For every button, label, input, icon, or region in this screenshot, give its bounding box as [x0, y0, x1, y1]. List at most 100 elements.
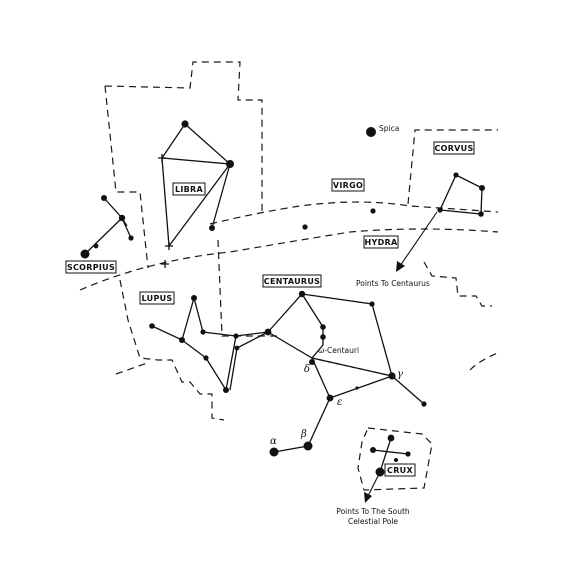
epsilon-star — [326, 394, 334, 402]
delta-label: δ — [304, 364, 310, 375]
star — [355, 386, 359, 390]
libra-label-box — [172, 182, 206, 196]
pointer-arrows — [364, 211, 438, 503]
star — [302, 224, 308, 230]
alpha-star — [269, 447, 279, 457]
star — [233, 333, 239, 339]
arrow-to-pole — [367, 471, 381, 497]
centaurus-figure-3 — [267, 331, 425, 405]
centaurus-label: CENTAURUS — [264, 277, 320, 286]
virgo-label-box — [331, 178, 365, 192]
star-cross — [165, 242, 173, 250]
crux-label: CRUX — [387, 466, 413, 475]
star — [223, 387, 229, 393]
arrowhead-icon — [396, 261, 405, 272]
centaurus-figure-2 — [301, 293, 393, 399]
lupus-label-box — [139, 291, 175, 305]
lupus-figure-2 — [181, 339, 207, 359]
star — [264, 328, 272, 336]
scorpius-label-box — [65, 260, 117, 274]
star — [405, 451, 411, 457]
star — [437, 207, 443, 213]
lupus-figure — [151, 295, 237, 392]
lupus-label: LUPUS — [142, 294, 173, 303]
stars — [80, 120, 485, 477]
star — [181, 120, 189, 128]
star — [80, 249, 90, 259]
spica-star — [366, 127, 376, 137]
star — [394, 458, 398, 462]
star — [370, 208, 376, 214]
star — [478, 211, 484, 217]
libra-virgo-boundary — [104, 85, 149, 269]
star — [298, 290, 306, 298]
virgo-corvus-boundary — [407, 129, 498, 205]
star — [369, 301, 375, 307]
centaurus-figure-4 — [229, 331, 269, 391]
omega-centauri-label: ω-Centauri — [318, 346, 359, 355]
arrowhead-icon — [364, 492, 372, 503]
star — [370, 447, 376, 453]
star — [101, 195, 107, 201]
libra-boundary — [104, 61, 263, 214]
points-to-centaurus-note: Points To Centaurus — [356, 279, 430, 288]
star — [93, 243, 99, 249]
points-to-pole-note-line2: Celestial Pole — [348, 517, 398, 526]
star — [453, 172, 459, 178]
omega-centauri-star — [309, 359, 315, 365]
star — [234, 345, 240, 351]
crux-figure-2 — [372, 449, 409, 455]
corvus-label: CORVUS — [434, 144, 473, 153]
crux-label-box — [384, 463, 416, 477]
star — [128, 235, 134, 241]
star — [320, 324, 326, 330]
centaurus-west-boundary — [217, 239, 278, 337]
star-cross — [161, 260, 169, 268]
corvus-figure — [439, 174, 483, 215]
epsilon-label: ε — [337, 397, 342, 408]
star — [118, 214, 126, 222]
star — [226, 160, 234, 168]
corvus-label-box — [433, 141, 475, 155]
centaurus-east-boundary — [469, 351, 501, 371]
libra-label: LIBRA — [175, 185, 204, 194]
ecliptic-lower — [79, 228, 499, 291]
crux-figure — [379, 437, 392, 473]
points-to-pole-note-line1: Points To The South — [336, 507, 410, 516]
scorpius-west-boundary — [115, 361, 151, 375]
star-labels: Spica ω-Centauri α β δ ε γ — [270, 124, 403, 447]
ecliptic-upper — [209, 201, 499, 225]
scorpius-label: SCORPIUS — [67, 263, 115, 272]
beta-label: β — [300, 429, 307, 440]
centaurus-dashed-link — [311, 357, 393, 377]
star — [149, 323, 155, 329]
gamma-star — [388, 372, 396, 380]
hydra-label: HYDRA — [365, 238, 398, 247]
star — [320, 334, 326, 340]
hydra-east-boundary — [423, 261, 492, 307]
star — [479, 185, 485, 191]
alpha-label: α — [270, 436, 277, 447]
beta-star — [303, 441, 313, 451]
star — [421, 401, 427, 407]
scorpius-figure — [84, 197, 132, 255]
star-cross — [158, 154, 166, 162]
star — [203, 355, 209, 361]
star — [200, 329, 206, 335]
hydra-label-box — [363, 235, 399, 249]
constellation-labels: LIBRA VIRGO CORVUS HYDRA SCORPIUS LUPUS … — [65, 141, 475, 477]
star — [209, 225, 215, 231]
arrow-to-centaurus — [399, 211, 438, 267]
gamma-label: γ — [397, 369, 403, 380]
star — [387, 434, 395, 442]
virgo-label: VIRGO — [333, 181, 363, 190]
spica-label: Spica — [379, 124, 399, 133]
star — [179, 337, 185, 343]
annotations: Points To Centaurus Points To The South … — [336, 279, 430, 526]
centaurus-figure — [267, 292, 331, 453]
crux-boundary — [357, 427, 433, 491]
lupus-boundary — [119, 279, 225, 421]
centaurus-label-box — [262, 274, 322, 288]
star — [191, 295, 197, 301]
